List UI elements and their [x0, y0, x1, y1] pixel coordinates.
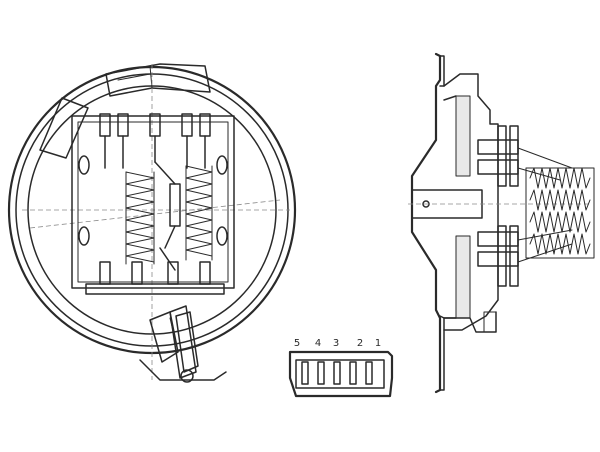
connector-housing	[288, 350, 394, 398]
pin-label-4: 4	[315, 338, 321, 349]
side-view	[408, 52, 595, 394]
connector-view: 5 4 3 2 1	[288, 338, 394, 398]
connector-pins	[301, 361, 373, 385]
pin-label-3: 3	[333, 338, 339, 349]
pin-label-1: 1	[375, 338, 381, 349]
front-view	[7, 63, 297, 383]
pin-label-2: 2	[357, 338, 363, 349]
pin-label-5: 5	[294, 338, 300, 349]
